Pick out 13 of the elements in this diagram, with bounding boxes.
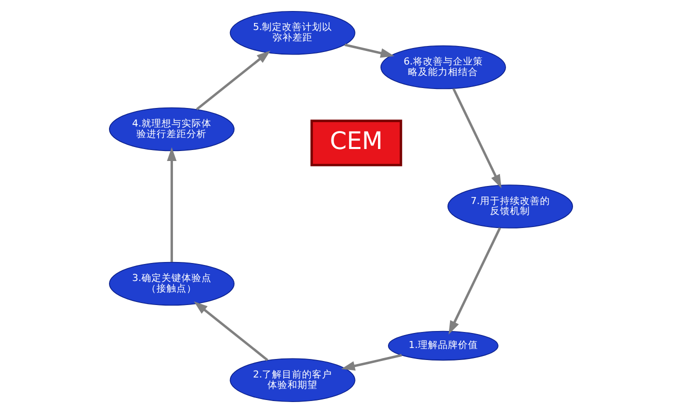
arrow bbox=[448, 227, 501, 335]
node-ellipse: 4.就理想与实际体验进行差距分析 bbox=[109, 107, 235, 152]
arrow bbox=[194, 301, 268, 362]
node-box: CEM bbox=[310, 120, 402, 166]
node-ellipse: 5.制定改善计划以弥补差距 bbox=[230, 11, 356, 55]
arrow bbox=[196, 50, 270, 110]
arrow bbox=[452, 88, 502, 188]
node-ellipse: 1.理解品牌价值 bbox=[388, 330, 498, 361]
arrow bbox=[166, 147, 177, 262]
arrow bbox=[344, 44, 394, 58]
node-ellipse: 7.用于持续改善的反馈机制 bbox=[447, 184, 573, 228]
arrow bbox=[341, 354, 402, 371]
node-ellipse: 3.确定关键体验点（接触点） bbox=[109, 262, 235, 306]
